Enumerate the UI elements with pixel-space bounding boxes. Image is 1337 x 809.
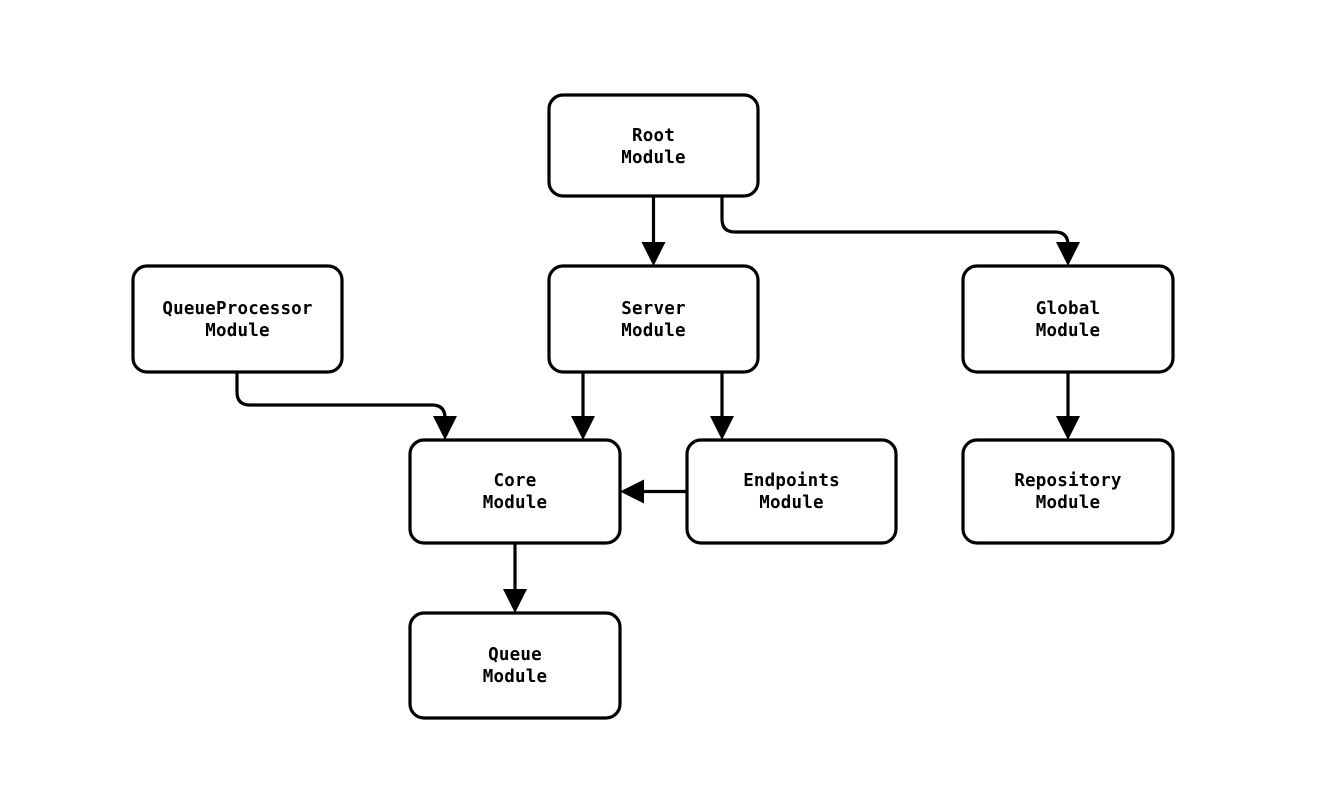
arrowhead-icon [503,589,527,613]
node-queue-module-label-line2: Module [483,667,547,687]
node-repository-module-label-line1: Repository [1014,471,1122,491]
edge-global-to-repository [1056,372,1080,440]
node-queue-module-box[interactable] [408,611,622,720]
arrowhead-icon [433,416,457,440]
edge-root-to-global [720,196,1080,266]
node-repository-module-label-line2: Module [1036,493,1100,513]
node-endpoints-module-label-line2: Module [759,493,823,513]
node-queueprocessor-module[interactable]: QueueProcessor Module [131,264,344,374]
node-queueprocessor-module-label-line1: QueueProcessor [162,299,312,319]
node-queue-module[interactable]: Queue Module [408,611,622,720]
node-queueprocessor-module-label-line2: Module [205,321,269,341]
node-server-module-box[interactable] [547,264,760,374]
node-core-module-box[interactable] [408,438,622,545]
node-global-module-label-line2: Module [1036,321,1100,341]
node-root-module-label-line2: Module [621,148,685,168]
node-root-module-box[interactable] [547,93,760,198]
node-core-module-label-line1: Core [494,471,537,491]
edge-server-to-core [571,372,595,440]
node-endpoints-module[interactable]: Endpoints Module [685,438,898,545]
node-global-module-label-line1: Global [1036,299,1100,319]
node-server-module-label-line1: Server [621,299,685,319]
edge-queueprocessor-to-core [235,372,457,440]
arrowhead-icon [710,416,734,440]
node-server-module-label-line2: Module [621,321,685,341]
node-endpoints-module-label-line1: Endpoints [743,471,840,491]
node-core-module[interactable]: Core Module [408,438,622,545]
node-repository-module-box[interactable] [961,438,1175,545]
node-queue-module-label-line1: Queue [488,645,542,665]
arrowhead-icon [641,242,666,266]
node-root-module[interactable]: Root Module [547,93,760,198]
edge-server-to-endpoints [710,372,734,440]
node-queueprocessor-module-box[interactable] [131,264,344,374]
edge-endpoints-to-core [620,479,687,504]
node-endpoints-module-box[interactable] [685,438,898,545]
edge-core-to-queue [503,543,527,613]
node-server-module[interactable]: Server Module [547,264,760,374]
edge-root-to-server [641,196,666,266]
arrowhead-icon [1056,416,1080,440]
node-root-module-label-line1: Root [632,126,675,146]
node-global-module[interactable]: Global Module [961,264,1175,374]
arrowhead-icon [620,479,644,504]
node-repository-module[interactable]: Repository Module [961,438,1175,545]
arrowhead-icon [571,416,595,440]
node-core-module-label-line2: Module [483,493,547,513]
arrowhead-icon [1056,242,1080,266]
node-global-module-box[interactable] [961,264,1175,374]
